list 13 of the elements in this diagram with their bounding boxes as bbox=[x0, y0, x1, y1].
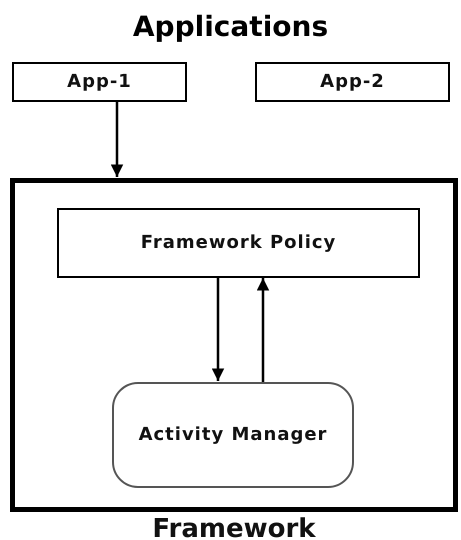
arrow bbox=[256, 278, 270, 382]
arrow bbox=[212, 278, 224, 381]
diagram-title: Applications bbox=[132, 10, 330, 43]
container-label: Framework bbox=[151, 513, 317, 540]
arrow bbox=[110, 102, 124, 177]
node-label: App-1 bbox=[67, 70, 132, 94]
node-label: Framework Policy bbox=[140, 230, 336, 255]
process-box bbox=[12, 62, 187, 102]
rounded-box bbox=[112, 382, 354, 488]
process-box bbox=[57, 208, 420, 278]
process-box bbox=[255, 62, 450, 102]
node-label: App-2 bbox=[320, 70, 385, 94]
node-label: Activity Manager bbox=[138, 422, 328, 447]
